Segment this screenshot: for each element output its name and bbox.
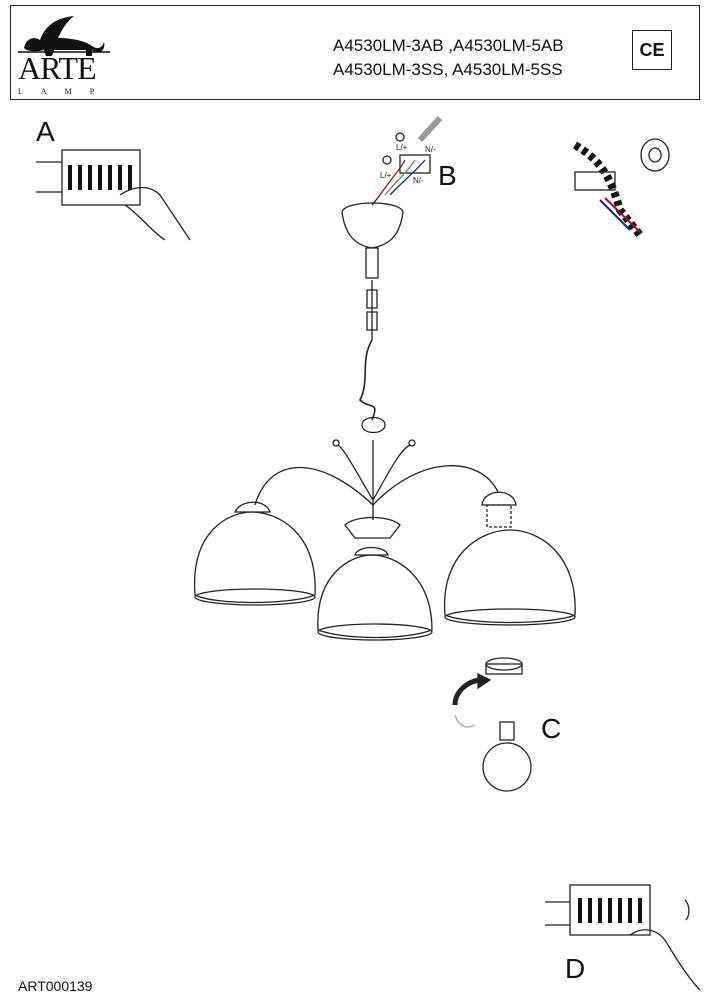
step-c-label: C [541,713,562,744]
step-d-label: D [565,953,586,984]
brand-subtitle: LAMP [18,87,113,96]
insulation-tape-icon [572,138,670,238]
breaker-on-icon [545,884,701,991]
breaker-off-icon [36,149,191,241]
label-live-bottom: L/+ [380,171,392,180]
step-a-label: A [36,116,55,147]
model-line-1: A4530LM-3AB ,A4530LM-5AB [333,36,564,55]
ce-mark: CE [632,30,672,70]
wiring-connection-icon [371,115,443,206]
bulb-install-icon [452,657,532,792]
document-code: ART000139 [18,978,93,994]
model-numbers: A4530LM-3AB ,A4530LM-5AB A4530LM-3SS, A4… [333,34,564,82]
step-b-label: B [438,160,457,191]
label-live-top: L/+ [396,143,408,152]
brand-name: ARTE [18,50,97,86]
chandelier-drawing [194,202,576,641]
model-line-2: A4530LM-3SS, A4530LM-5SS [333,60,563,79]
header-box [10,5,700,100]
label-neutral-bottom: N/- [413,176,424,185]
winged-lion-logo-icon [18,16,110,56]
label-neutral-top: N/- [425,145,436,154]
